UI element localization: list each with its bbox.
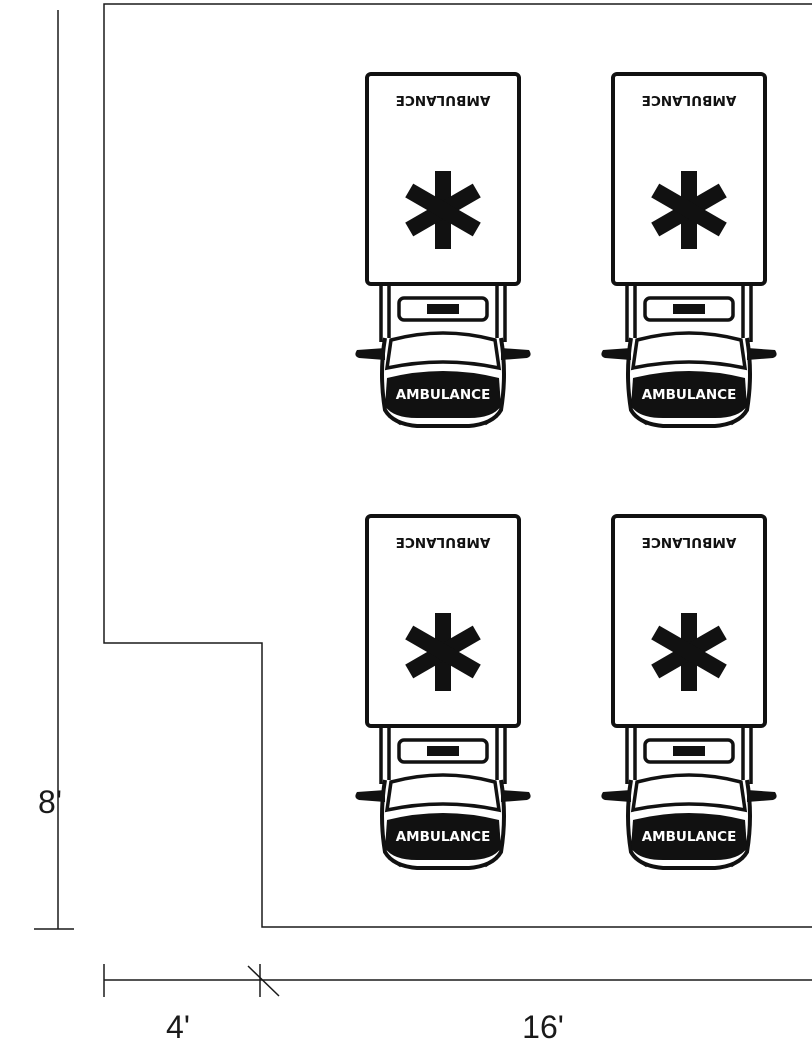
- ambulance-rear-label: AMBULANCE: [642, 534, 737, 550]
- vertical-dimension-label: 8': [38, 784, 62, 820]
- ambulance-front-label: AMBULANCE: [396, 829, 491, 845]
- floor-outline: [103, 3, 812, 928]
- horizontal-dimension-label-right: 16': [522, 1009, 564, 1045]
- ambulance-front-label: AMBULANCE: [642, 387, 737, 403]
- ambulance-bottom-right: AMBULANCE AMBULANCE: [599, 514, 779, 870]
- ambulance-rear-label: AMBULANCE: [396, 534, 491, 550]
- ambulance-bottom-left: AMBULANCE AMBULANCE: [353, 514, 533, 870]
- ambulance-top-right: AMBULANCE AMBULANCE: [599, 72, 779, 428]
- horizontal-dimension-label-left: 4': [166, 1009, 190, 1045]
- ambulance-rear-label: AMBULANCE: [642, 92, 737, 108]
- horizontal-dimension-slash: [247, 965, 280, 997]
- ambulance-rear-label: AMBULANCE: [396, 92, 491, 108]
- ambulance-front-label: AMBULANCE: [396, 387, 491, 403]
- ambulance-top-left: AMBULANCE AMBULANCE: [353, 72, 533, 428]
- ambulance-front-label: AMBULANCE: [642, 829, 737, 845]
